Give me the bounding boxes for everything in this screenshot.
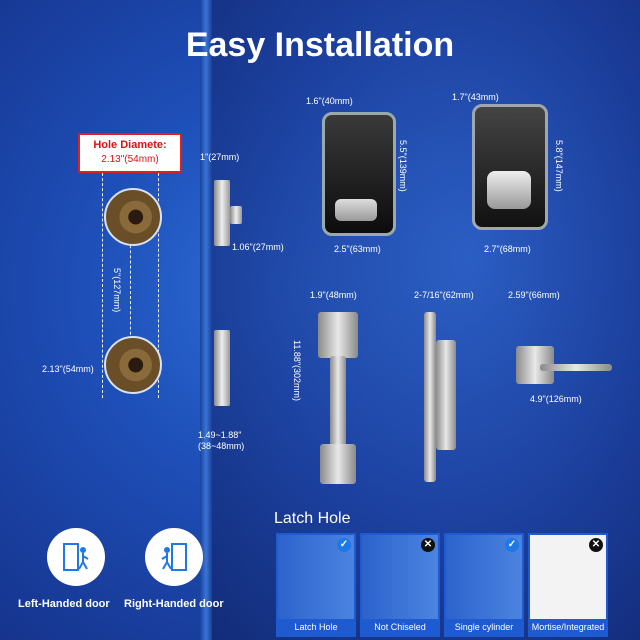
lever-arm (540, 364, 612, 371)
handle-top-plate (318, 312, 358, 358)
dim-back-base: 2.7"(68mm) (484, 244, 531, 254)
dim-bottom-hole: 2.13"(54mm) (42, 364, 94, 374)
door-edge (200, 0, 212, 640)
left-handed-door-label: Left-Handed door (18, 598, 110, 610)
dim-backset: 1.49~1.88" (198, 430, 242, 440)
cross-bore-hole-bottom (104, 336, 162, 394)
dim-backset-mm: (38~48mm) (198, 441, 245, 451)
handle-bottom-plate (320, 444, 356, 484)
card-latch-hole: ✓ Latch Hole (276, 533, 356, 637)
dim-lever-length: 4.9"(126mm) (530, 394, 582, 404)
latch-plate-bottom (214, 330, 230, 406)
door-person-icon (63, 543, 89, 571)
cross-icon: ✕ (421, 538, 435, 552)
dim-handle-side: 2-7/16"(62mm) (414, 290, 474, 300)
hole-diameter-label: Hole Diamete: (93, 139, 167, 151)
dim-back-width: 1.7"(43mm) (452, 92, 499, 102)
card-label: Mortise/Integrated (530, 619, 606, 635)
hole-diameter-value: 2.13"(54mm) (101, 154, 159, 165)
thumb-turn (487, 171, 531, 209)
dim-door-vertical: 5"(127mm) (112, 268, 122, 313)
guide-line-left (102, 168, 103, 398)
dim-front-base: 2.5"(63mm) (334, 244, 381, 254)
page-title: Easy Installation (185, 26, 455, 64)
dim-latch-height: 1.06"(27mm) (232, 242, 284, 252)
right-handed-door-icon (145, 528, 203, 586)
keypad-front-panel (322, 112, 396, 236)
card-not-chiseled: ✕ Not Chiseled (360, 533, 440, 637)
door-person-icon (161, 543, 187, 571)
left-handed-door-icon (47, 528, 105, 586)
cross-bore-hole-top (104, 188, 162, 246)
dim-lever-width: 2.59"(66mm) (508, 290, 560, 300)
dim-handle-width: 1.9"(48mm) (310, 290, 357, 300)
dim-handle-height: 11.88"(302mm) (292, 340, 302, 402)
card-mortise-integrated: ✕ Mortise/Integrated (528, 533, 608, 637)
cross-icon: ✕ (589, 538, 603, 552)
guide-line-right (158, 168, 159, 398)
hole-diameter-callout: Hole Diamete: 2.13"(54mm) (78, 133, 182, 173)
dim-front-height: 5.5"(139mm) (398, 140, 408, 192)
guide-line-center (130, 230, 131, 360)
check-icon: ✓ (337, 538, 351, 552)
latch-hole-title: Latch Hole (274, 510, 351, 527)
card-label: Not Chiseled (362, 619, 438, 635)
handle-side-grip (436, 340, 456, 450)
card-single-cylinder: ✓ Single cylinder (444, 533, 524, 637)
dim-back-height: 5.8"(147mm) (554, 140, 564, 192)
key-cylinder (335, 199, 377, 221)
card-label: Single cylinder (446, 619, 522, 635)
handle-side-view (424, 312, 436, 482)
latch-bolt (230, 206, 242, 224)
latch-plate-top (214, 180, 230, 246)
check-icon: ✓ (505, 538, 519, 552)
interior-back-panel (472, 104, 548, 230)
right-handed-door-label: Right-Handed door (124, 598, 224, 610)
card-label: Latch Hole (278, 619, 354, 635)
dim-latch-width: 1"(27mm) (200, 152, 240, 162)
dim-front-width: 1.6"(40mm) (306, 96, 353, 106)
handle-grip (330, 356, 346, 446)
